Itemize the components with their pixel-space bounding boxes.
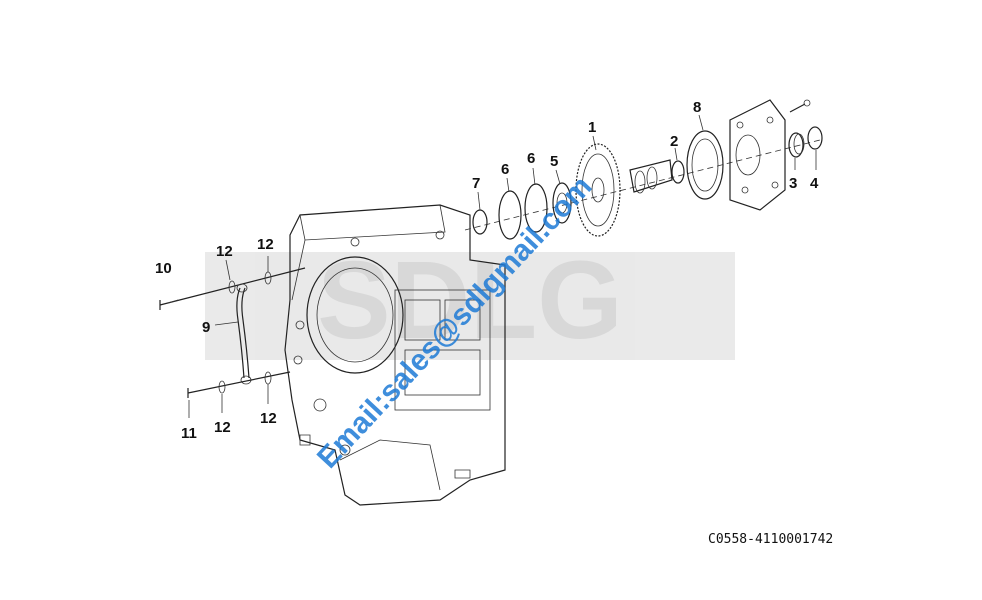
callout-5: 5 (550, 153, 558, 170)
callout-3: 3 (789, 175, 797, 192)
gear-shaft-parts (464, 99, 823, 240)
callout-12c: 12 (214, 419, 231, 436)
callout-8: 8 (693, 99, 701, 116)
drawing-code: C0558-4110001742 (708, 532, 833, 547)
callout-6a: 6 (501, 161, 509, 178)
callout-2: 2 (670, 133, 678, 150)
callouts: 1 2 3 4 5 6 6 7 8 9 10 11 12 12 12 12 (155, 99, 819, 442)
callout-12a: 12 (216, 243, 233, 260)
callout-12b: 12 (257, 236, 274, 253)
oil-pipe-assembly (159, 267, 306, 398)
transmission-housing (284, 204, 506, 506)
callout-9: 9 (202, 319, 210, 336)
callout-10: 10 (155, 260, 172, 277)
callout-12d: 12 (260, 410, 277, 427)
callout-4: 4 (810, 175, 819, 192)
callout-11: 11 (181, 425, 197, 442)
callout-7: 7 (472, 175, 480, 192)
callout-1: 1 (588, 119, 596, 136)
leader-lines (167, 114, 817, 418)
callout-6b: 6 (527, 150, 535, 167)
